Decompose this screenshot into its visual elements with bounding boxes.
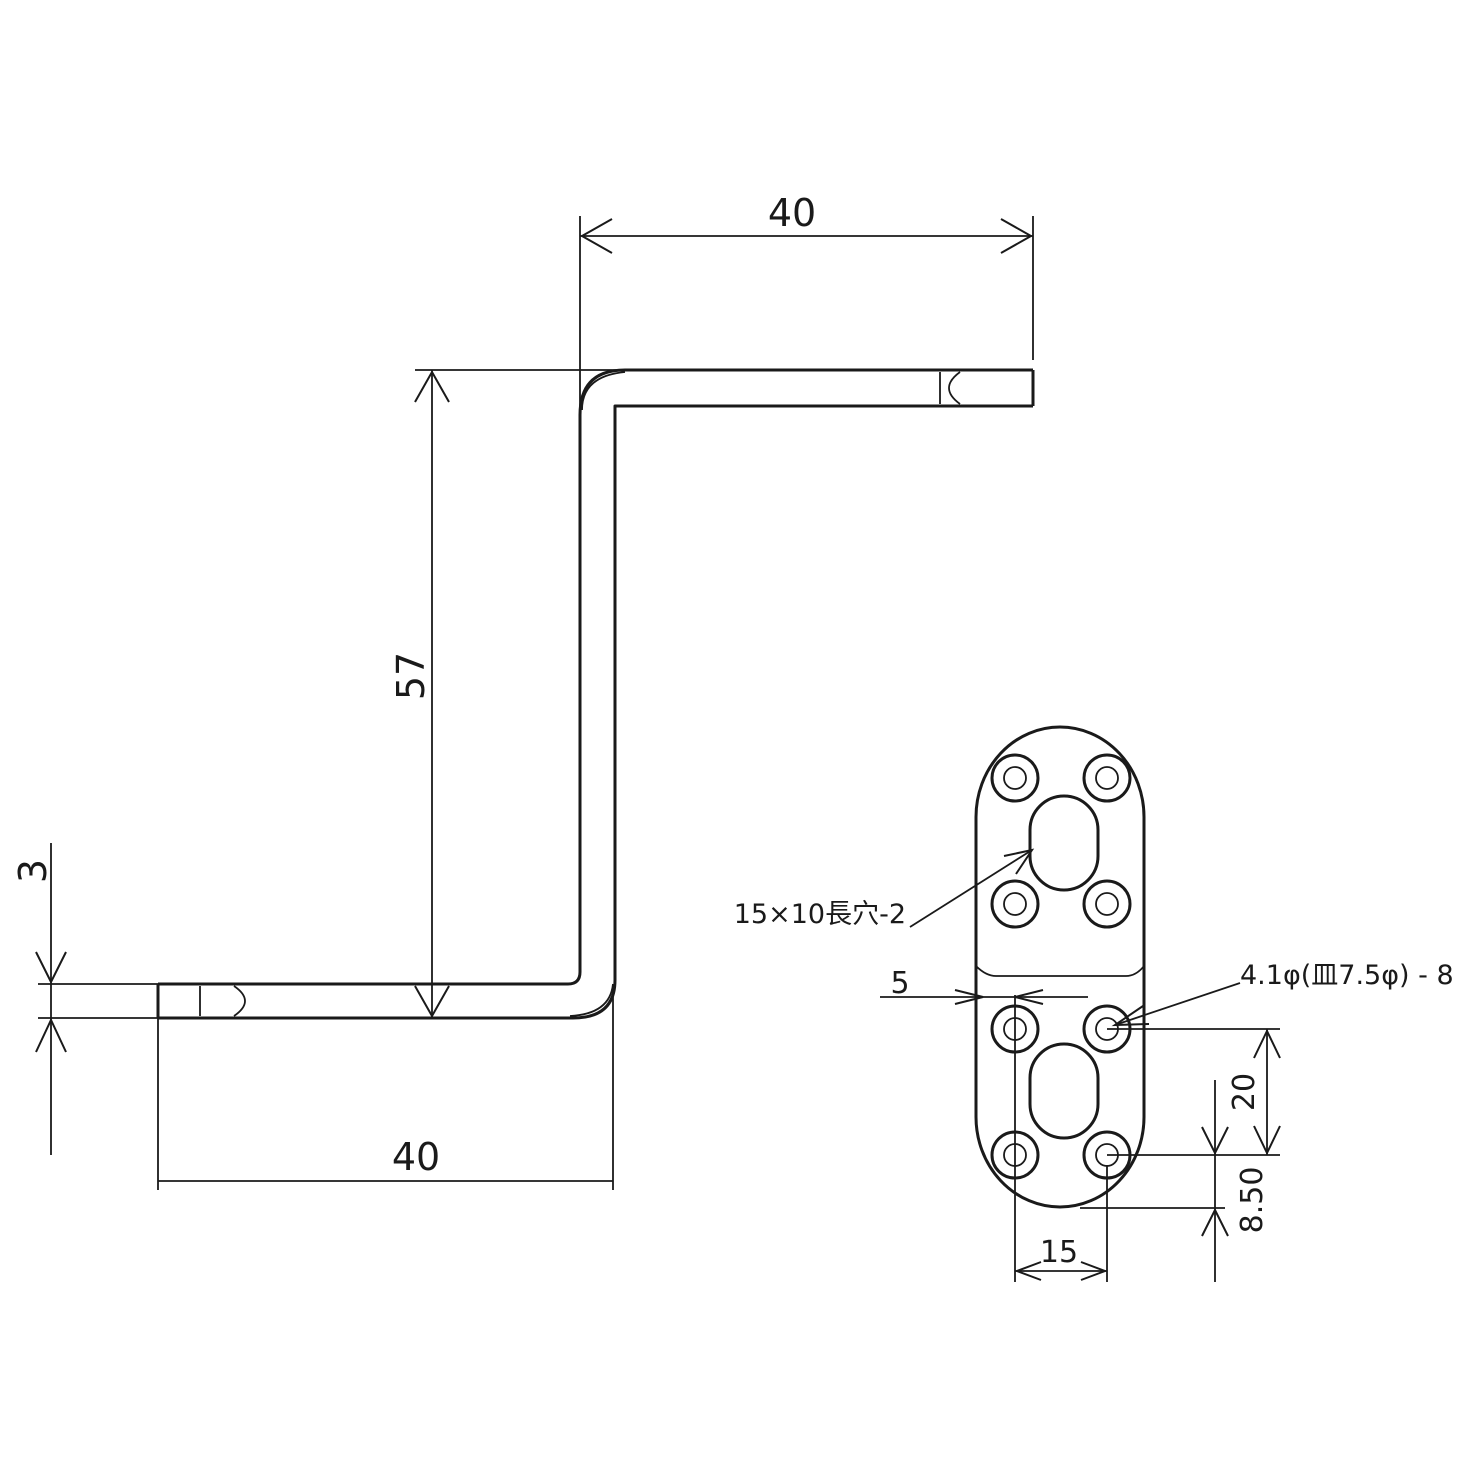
slot-lower bbox=[1028, 1042, 1100, 1140]
plate-outline bbox=[974, 725, 1146, 1209]
slot-upper bbox=[1028, 794, 1100, 892]
slot-callout: 15×10長穴-2 bbox=[734, 848, 1035, 930]
hole-top-right bbox=[1082, 753, 1132, 803]
dim-height-label: 57 bbox=[389, 652, 433, 700]
hole-callout: 4.1φ(皿7.5φ) - 8 bbox=[1111, 960, 1454, 1027]
dim-thickness: 3 bbox=[11, 843, 160, 1155]
profile-inner-edge bbox=[158, 404, 1033, 1020]
bend-mark-bottom bbox=[569, 983, 614, 1017]
hole-upper-mid-left bbox=[990, 879, 1040, 929]
countersink-mark-bottom bbox=[199, 985, 246, 1017]
dim-thickness-label: 3 bbox=[11, 859, 55, 883]
bracket-plate-view bbox=[974, 725, 1146, 1209]
dim-hole-pitch-v-label: 20 bbox=[1227, 1073, 1262, 1111]
dim-edge-offset: 5 bbox=[880, 966, 1088, 1005]
profile-outer-edge bbox=[158, 368, 1033, 986]
bracket-side-profile bbox=[156, 368, 1035, 1020]
plate-bend-line bbox=[975, 965, 1145, 977]
dim-hole-pitch-v: 20 bbox=[1107, 1028, 1281, 1156]
dim-hole-pitch-h: 15 bbox=[1014, 995, 1108, 1282]
slot-note: 15×10長穴-2 bbox=[734, 899, 906, 930]
hole-top-left bbox=[990, 753, 1040, 803]
hole-note: 4.1φ(皿7.5φ) - 8 bbox=[1240, 960, 1454, 991]
dim-edge-offset-label: 5 bbox=[890, 966, 909, 1001]
dim-top-width-label: 40 bbox=[768, 191, 816, 235]
bend-mark-top bbox=[581, 371, 626, 411]
dim-bottom-offset: 8.50 bbox=[1080, 1080, 1270, 1282]
dim-hole-pitch-h-label: 15 bbox=[1040, 1235, 1078, 1270]
dim-bottom-offset-label: 8.50 bbox=[1235, 1167, 1270, 1234]
dim-top-width: 40 bbox=[579, 191, 1034, 410]
hole-upper-mid-right bbox=[1082, 879, 1132, 929]
dim-height: 57 bbox=[389, 369, 625, 1019]
countersink-mark-top bbox=[939, 371, 961, 405]
dim-bottom-width: 40 bbox=[157, 990, 614, 1190]
dim-bottom-width-label: 40 bbox=[392, 1135, 440, 1179]
